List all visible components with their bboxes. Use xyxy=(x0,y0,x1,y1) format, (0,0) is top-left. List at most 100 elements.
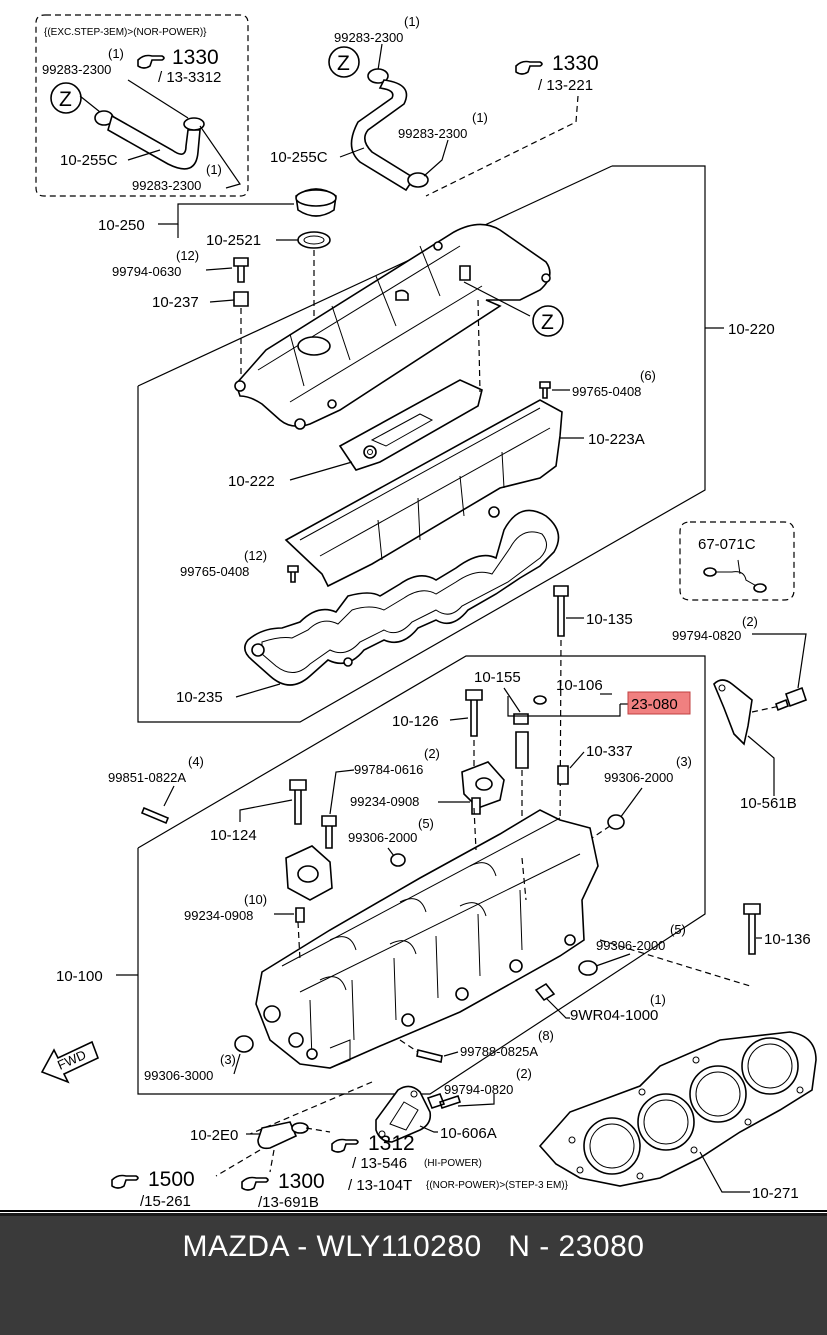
part-label-10-220: 10-220 xyxy=(728,321,775,338)
part-label-67-071C: 67-071C xyxy=(698,536,756,553)
qty-label: (1) xyxy=(206,162,222,177)
part-label-10-126: 10-126 xyxy=(392,713,439,730)
part-label-99765-0408: 99765-0408 xyxy=(180,564,249,579)
dowel-pin xyxy=(295,907,305,923)
filler-cap-gasket xyxy=(297,231,331,249)
part-label-99306-2000: 99306-2000 xyxy=(348,830,417,845)
qty-label: (1) xyxy=(108,46,124,61)
hose-clamp xyxy=(367,68,389,84)
valve-guide xyxy=(515,731,529,769)
bore-4 xyxy=(741,1037,799,1095)
hand-pointer-icon xyxy=(137,54,165,69)
part-label-10-271: 10-271 xyxy=(752,1185,799,1202)
qty-label: (4) xyxy=(188,754,204,769)
z-marker: Z xyxy=(337,52,350,75)
cylinder-head-cover-group: 10-220 10-250 10-2521 (12) 99794-0630 10… xyxy=(98,165,775,723)
bracket-assembly: (2) 99794-0820 10-561B xyxy=(672,614,808,812)
part-label-10-124: 10-124 xyxy=(210,827,257,844)
ref-13-691B: /13-691B xyxy=(258,1194,319,1211)
ref-13-3312: / 13-3312 xyxy=(158,69,221,86)
ref-1330: 1330 xyxy=(552,52,599,75)
ref-15-261: /15-261 xyxy=(140,1193,191,1210)
cover-bolt xyxy=(233,257,249,283)
part-label-10-155: 10-155 xyxy=(474,669,521,686)
bore-1 xyxy=(583,1117,641,1175)
part-label-99283-2300: 99283-2300 xyxy=(42,62,111,77)
part-label-10-2521: 10-2521 xyxy=(206,232,261,249)
hand-pointer-icon xyxy=(241,1176,269,1191)
z-marker: Z xyxy=(59,88,72,111)
part-label-99794-0630: 99794-0630 xyxy=(112,264,181,279)
baffle-plate xyxy=(338,379,483,471)
z-marker-circle xyxy=(328,46,360,78)
part-label-10-106: 10-106 xyxy=(556,677,603,694)
valve-keeper xyxy=(533,695,547,705)
parts-diagram: {(EXC.STEP-3EM)>(NOR-POWER)} (1) 99283-2… xyxy=(0,14,827,1212)
qty-label: (8) xyxy=(538,1028,554,1043)
fwd-arrow-icon xyxy=(40,1040,100,1084)
part-label-10-250: 10-250 xyxy=(98,217,145,234)
part-label-10-255C: 10-255C xyxy=(270,149,328,166)
ref-1500: 1500 xyxy=(148,1168,195,1191)
hand-pointer-icon xyxy=(111,1174,139,1189)
footer-bar: MAZDA - WLY110280 N - 23080 xyxy=(0,1213,827,1335)
z-marker: Z xyxy=(541,311,554,334)
part-label-23-080[interactable]: 23-080 xyxy=(631,696,678,713)
breather-hose xyxy=(350,79,416,192)
baffle-screw xyxy=(539,381,551,399)
separator-screw xyxy=(287,565,299,583)
highlighted-part-box[interactable] xyxy=(627,691,691,715)
cylinder-head-group: 10-100 10-135 10-155 10-106 23-080 10-12… xyxy=(40,585,811,1095)
inset-harness-clip: 67-071C xyxy=(679,521,795,601)
nor-step-note: {(NOR-POWER)>(STEP-3 EM)} xyxy=(426,1180,569,1191)
ref-1330: 1330 xyxy=(172,46,219,69)
qty-label: (3) xyxy=(220,1052,236,1067)
part-label-99283-2300: 99283-2300 xyxy=(132,178,201,193)
qty-label: (5) xyxy=(670,922,686,937)
part-label-99784-0616: 99784-0616 xyxy=(354,762,423,777)
part-label-10-235: 10-235 xyxy=(176,689,223,706)
part-label-10-606A: 10-606A xyxy=(440,1125,497,1142)
part-label-99788-0825A: 99788-0825A xyxy=(460,1044,538,1059)
bracket xyxy=(713,679,753,746)
blind-plug xyxy=(578,960,598,976)
ref-13-104T: / 13-104T xyxy=(348,1177,412,1194)
plug xyxy=(557,765,569,785)
head-cover-gasket xyxy=(244,509,560,686)
ref-13-546: / 13-546 xyxy=(352,1155,407,1172)
part-label-99851-0822A: 99851-0822A xyxy=(108,770,186,785)
part-label-99306-3000: 99306-3000 xyxy=(144,1068,213,1083)
qty-label: (5) xyxy=(418,816,434,831)
inset-breather-hose: {(EXC.STEP-3EM)>(NOR-POWER)} (1) 99283-2… xyxy=(35,14,249,197)
bolt xyxy=(426,1093,462,1110)
part-label-99234-0908: 99234-0908 xyxy=(184,908,253,923)
part-label-10-255C: 10-255C xyxy=(60,152,118,169)
head-bolt xyxy=(743,903,761,955)
qty-label: (2) xyxy=(424,746,440,761)
part-label-10-237: 10-237 xyxy=(152,294,199,311)
part-label-10-136: 10-136 xyxy=(764,931,811,948)
qty-label: (3) xyxy=(676,754,692,769)
part-label-99306-2000: 99306-2000 xyxy=(604,770,673,785)
qty-label: (1) xyxy=(404,14,420,29)
qty-label: (2) xyxy=(742,614,758,629)
bolt-seal xyxy=(233,291,249,307)
qty-label: (12) xyxy=(244,548,267,563)
bore-3 xyxy=(689,1065,747,1123)
hose-clamp xyxy=(407,172,429,188)
part-label-10-222: 10-222 xyxy=(228,473,275,490)
qty-label: (10) xyxy=(244,892,267,907)
part-label-99306-2000: 99306-2000 xyxy=(596,938,665,953)
part-label-10-223A: 10-223A xyxy=(588,431,645,448)
cam-cap-bolt xyxy=(289,779,307,825)
part-number-caption: MAZDA - WLY110280 N - 23080 xyxy=(182,1230,645,1263)
qty-label: (6) xyxy=(640,368,656,383)
part-label-99794-0820: 99794-0820 xyxy=(444,1082,513,1097)
dowel-pin xyxy=(471,797,481,815)
water-outlet-gasket xyxy=(375,1085,432,1143)
part-label-10-337: 10-337 xyxy=(586,743,633,760)
breather-hose-assembly: (1) 99283-2300 Z (1) 99283-2300 10-255C … xyxy=(270,14,599,197)
z-marker-circle xyxy=(50,82,82,114)
ref-1300: 1300 xyxy=(278,1170,325,1193)
blind-plug xyxy=(234,1035,254,1053)
